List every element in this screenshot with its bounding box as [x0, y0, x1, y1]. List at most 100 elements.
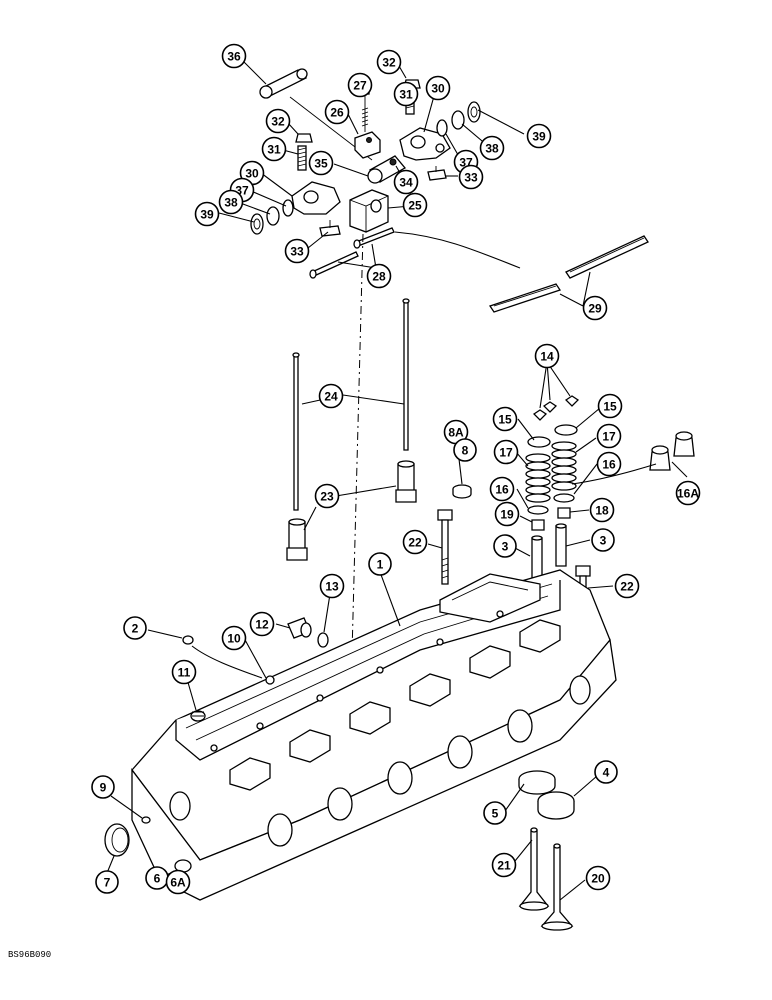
callout-4: 4	[594, 760, 618, 784]
callout-38b: 38	[218, 189, 244, 215]
callout-24: 24	[318, 383, 344, 409]
callout-39b: 39	[194, 201, 220, 227]
callout-number: 39	[200, 208, 214, 222]
callout-circle	[402, 529, 428, 555]
gasket-strips-part-29	[488, 235, 649, 313]
callout-circle	[194, 201, 220, 227]
callout-circle	[453, 438, 477, 462]
callout-circle	[393, 81, 419, 107]
seal-part-7	[104, 823, 130, 857]
adjuster-left-part-33	[319, 220, 341, 237]
callout-circle	[308, 150, 334, 176]
callout-circle	[589, 497, 615, 523]
callout-number: 21	[497, 859, 511, 873]
callout-number: 18	[595, 504, 609, 518]
callout-number: 36	[227, 50, 241, 64]
callout-16a: 16	[489, 476, 515, 502]
callout-14: 14	[534, 343, 560, 369]
callout-32b: 32	[265, 108, 291, 134]
callout-circle	[221, 625, 247, 651]
callout-33b: 33	[284, 238, 310, 264]
callout-circle	[493, 439, 519, 465]
callout-circle	[319, 573, 345, 599]
washers-right	[436, 101, 481, 137]
callout-circle	[249, 611, 275, 637]
callout-32a: 32	[376, 49, 402, 75]
valve-caps-part-16A	[649, 431, 695, 471]
callout-circle	[165, 869, 191, 895]
callout-6A: 6A	[165, 869, 191, 895]
rocker-support-part-25	[349, 189, 389, 233]
callout-circle	[675, 480, 701, 506]
callout-16A: 16A	[675, 480, 701, 506]
callout-circle	[284, 238, 310, 264]
callout-7: 7	[95, 870, 119, 894]
callout-34: 34	[393, 169, 419, 195]
callout-circle	[123, 616, 147, 640]
cylinder-head-part-1	[131, 569, 617, 901]
callout-number: 30	[245, 167, 259, 181]
callout-3a: 3	[493, 534, 517, 558]
callout-number: 14	[540, 350, 554, 364]
callout-21: 21	[491, 852, 517, 878]
callout-number: 20	[591, 872, 605, 886]
callout-number: 31	[267, 143, 281, 157]
callout-18: 18	[589, 497, 615, 523]
callout-38a: 38	[479, 135, 505, 161]
plug-part-11	[190, 710, 206, 722]
callout-number: 26	[330, 106, 344, 120]
callout-circle	[265, 108, 291, 134]
callout-12: 12	[249, 611, 275, 637]
callout-number: 2	[132, 622, 139, 636]
callout-circle	[366, 263, 392, 289]
plug-part-10	[265, 675, 275, 685]
callout-circle	[347, 72, 373, 98]
callout-circle	[261, 136, 287, 162]
callout-number: 34	[399, 176, 413, 190]
callout-circle	[614, 573, 640, 599]
callout-number: 6	[154, 872, 161, 886]
callout-circle	[526, 123, 552, 149]
callout-circle	[376, 49, 402, 75]
callout-circle	[585, 865, 611, 891]
callout-number: 16A	[677, 487, 699, 501]
callout-number: 27	[353, 79, 367, 93]
callout-20: 20	[585, 865, 611, 891]
rods-part-28	[309, 227, 395, 279]
callout-circle	[425, 75, 451, 101]
callout-circle	[324, 99, 350, 125]
callout-5: 5	[483, 801, 507, 825]
callout-number: 38	[485, 142, 499, 156]
callout-circle	[393, 169, 419, 195]
callout-17b: 17	[596, 423, 622, 449]
nut-and-screw-left	[295, 133, 313, 171]
callout-circle	[493, 534, 517, 558]
callout-36: 36	[221, 43, 247, 69]
callout-number: 33	[290, 245, 304, 259]
callout-circle	[494, 501, 520, 527]
callout-number: 4	[603, 766, 610, 780]
callout-number: 25	[408, 199, 422, 213]
ball-part-34	[389, 158, 397, 166]
reference-code: BS96B090	[8, 950, 51, 960]
washer-part-13	[317, 632, 329, 648]
callout-number: 10	[227, 632, 241, 646]
callout-circle	[596, 423, 622, 449]
support-block-part-26	[354, 131, 381, 159]
callout-number: 24	[324, 390, 338, 404]
callout-28: 28	[366, 263, 392, 289]
callout-circle	[402, 192, 428, 218]
callout-circle	[221, 43, 247, 69]
callout-10: 10	[221, 625, 247, 651]
callout-circle	[534, 343, 560, 369]
callout-circle	[218, 189, 244, 215]
rocker-assembly	[250, 68, 649, 313]
callout-2: 2	[123, 616, 147, 640]
callout-number: 23	[320, 490, 334, 504]
callout-30a: 30	[425, 75, 451, 101]
callout-23: 23	[314, 483, 340, 509]
callout-16b: 16	[596, 451, 622, 477]
callout-number: 16	[602, 458, 616, 472]
callout-15b: 15	[597, 393, 623, 419]
